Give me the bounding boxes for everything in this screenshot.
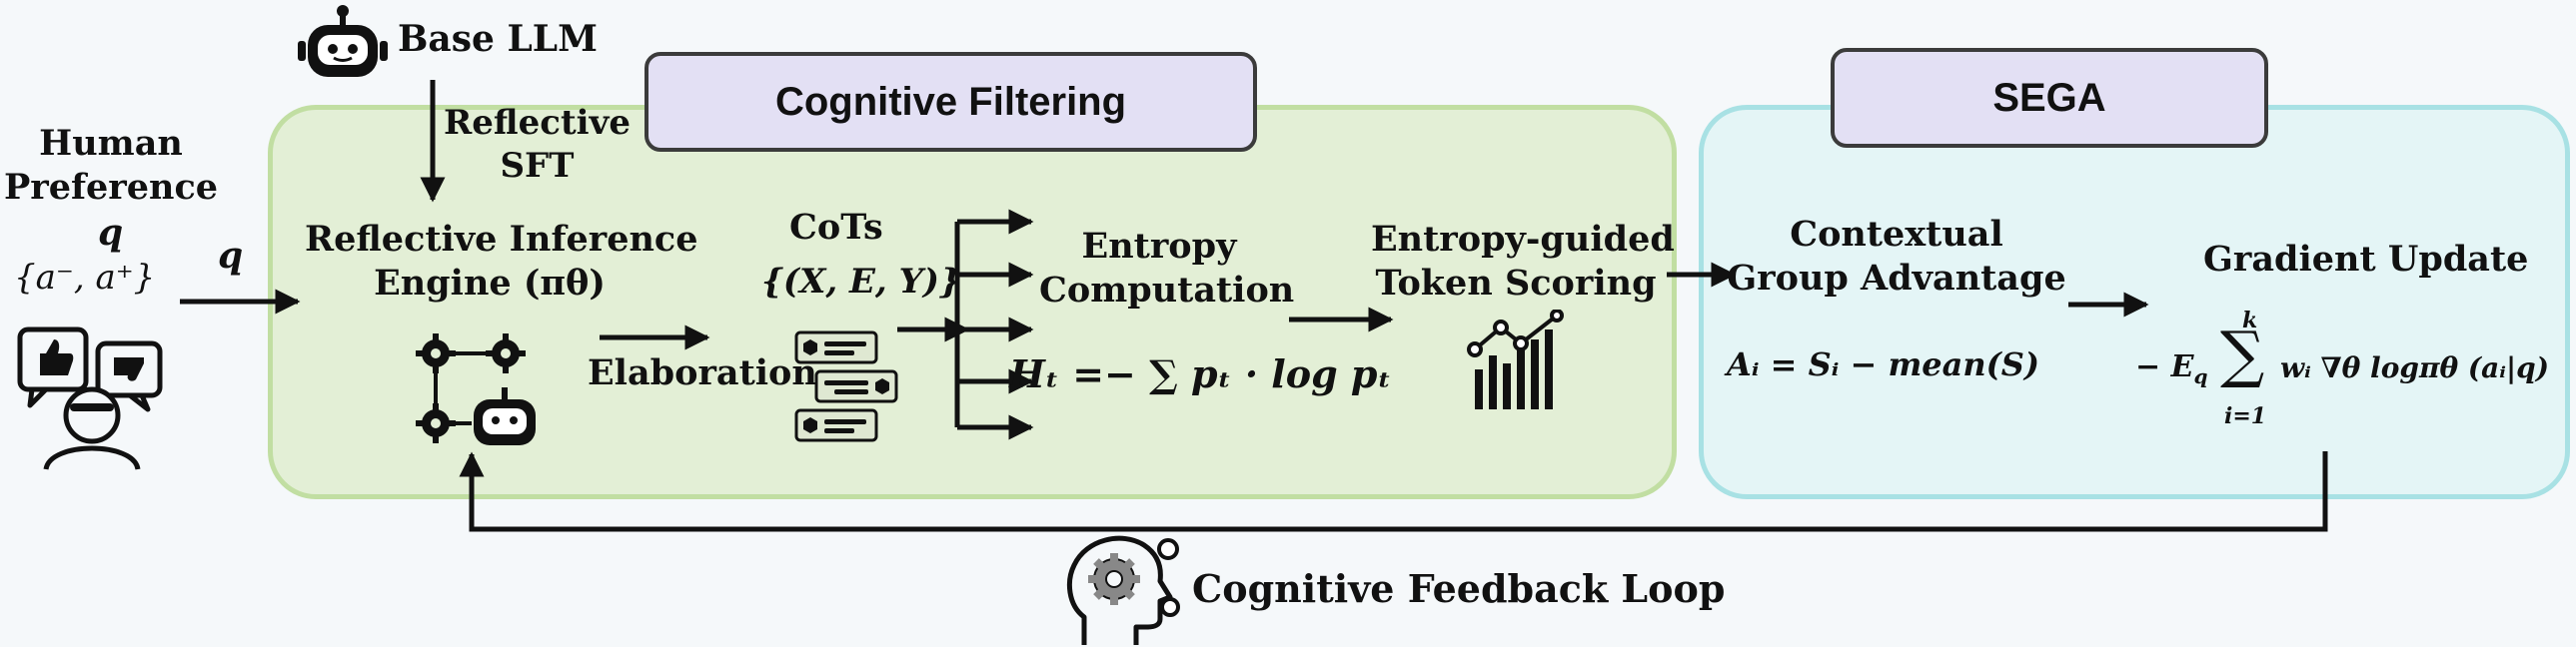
human-q: q	[98, 212, 124, 254]
robot-icon	[298, 5, 388, 77]
base-llm-label: Base LLM	[398, 18, 598, 60]
cots-title: CoTs	[789, 207, 883, 248]
bar-chart-icon	[1467, 310, 1564, 409]
contextual-advantage-label: Contextual Group Advantage	[1727, 214, 2066, 299]
gradient-update-title: Gradient Update	[2203, 239, 2529, 280]
entropy-formula: Hₜ =− ∑ pₜ · log pₜ	[1009, 351, 1392, 396]
human-pair: {a⁻, a⁺}	[14, 258, 156, 298]
human-preference-icon	[17, 326, 163, 470]
sum-lower-limit: i=1	[2224, 403, 2267, 429]
sum-symbol: ∑	[2220, 318, 2265, 390]
human-preference-label: Human Preference	[3, 123, 219, 208]
feedback-loop-line	[459, 451, 2328, 532]
gradient-lhs: − Eq	[2135, 349, 2208, 388]
cognitive-filtering-title: Cognitive Filtering	[644, 52, 1257, 152]
sega-title: SEGA	[1831, 48, 2268, 148]
cots-set: {(X, E, Y)}	[761, 262, 961, 302]
gradient-formula: wᵢ ∇θ logπθ (aᵢ|q)	[2280, 351, 2549, 384]
advantage-formula: Aᵢ = Sᵢ − mean(S)	[1727, 345, 2040, 383]
token-scoring-label: Entropy-guided Token Scoring	[1371, 219, 1675, 304]
sum-upper-limit: k	[2242, 308, 2258, 333]
elaboration-label: Elaboration	[588, 352, 817, 393]
head-gears-icon	[1066, 535, 1180, 645]
reflective-sft-label: Reflective SFT	[444, 103, 631, 186]
reflective-engine-label: Reflective Inference Engine (πθ)	[305, 219, 698, 304]
q-arrow-label: q	[218, 235, 244, 277]
gears-robot-icon	[416, 333, 536, 445]
entropy-label: Entropy Computation	[1039, 226, 1295, 311]
feedback-loop-label: Cognitive Feedback Loop	[1192, 566, 1726, 611]
cot-chain-icon	[794, 330, 898, 442]
